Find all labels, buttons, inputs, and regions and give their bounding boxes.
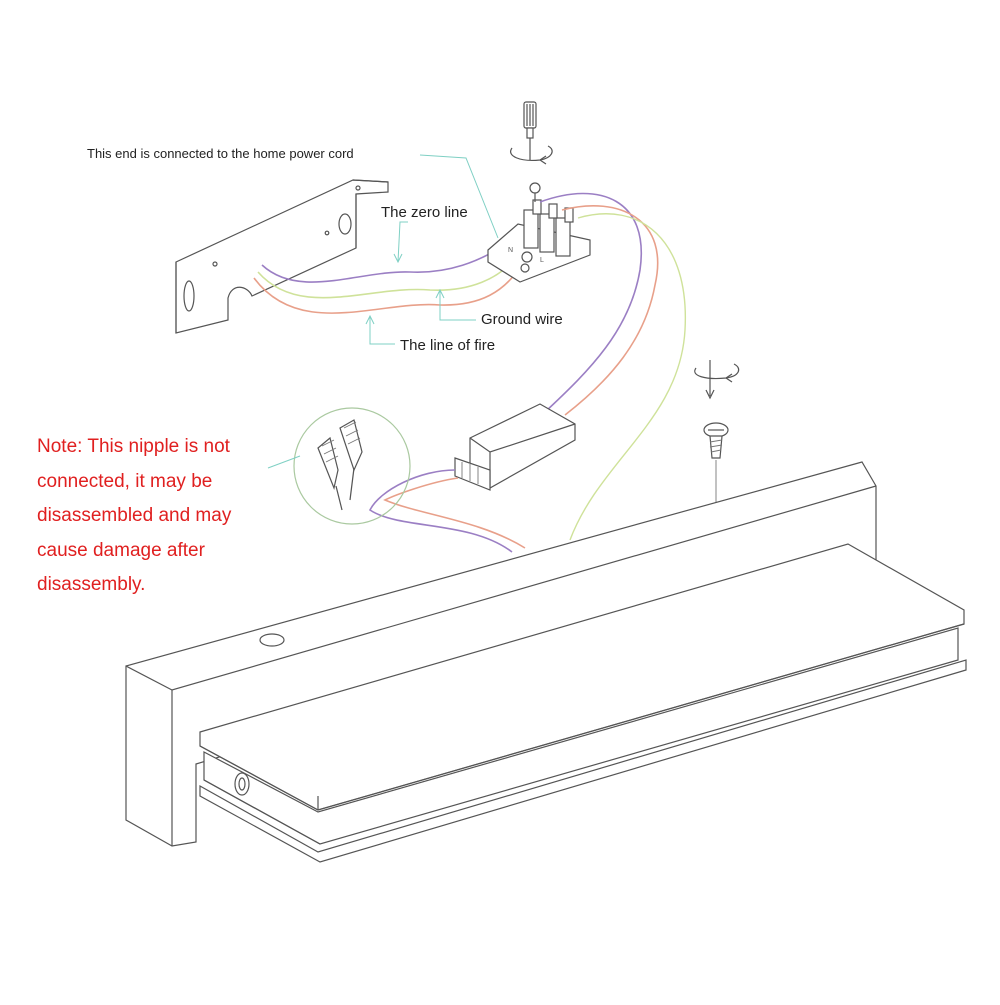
note-line: Note: This nipple is not [37,436,230,457]
warning-note: Note: This nipple is not connected, it m… [37,430,317,603]
label-fire-line: The line of fire [400,337,496,354]
wall-screw-icon [694,360,740,519]
note-line: disassembled and may [37,505,232,526]
bracket-wires [253,247,523,314]
label-ground-wire: Ground wire [481,311,563,328]
note-line: disassembly. [37,574,146,595]
terminal-mark-l: L [540,257,544,264]
lamp-body [125,461,967,863]
wire-nut-detail [293,407,411,525]
lamp-wires [368,469,526,553]
leader-lines [267,154,499,469]
mounting-bracket [175,179,389,334]
screwdriver-icon [510,101,553,165]
label-zero-line: The zero line [381,204,468,221]
driver-wires [539,192,686,541]
note-line: connected, it may be [37,470,213,492]
terminal-block: N L [487,182,591,283]
led-driver [454,403,576,491]
note-line: cause damage after [37,539,205,561]
label-power-cord: This end is connected to the home power … [87,146,354,161]
terminal-mark-n: N [508,247,513,254]
